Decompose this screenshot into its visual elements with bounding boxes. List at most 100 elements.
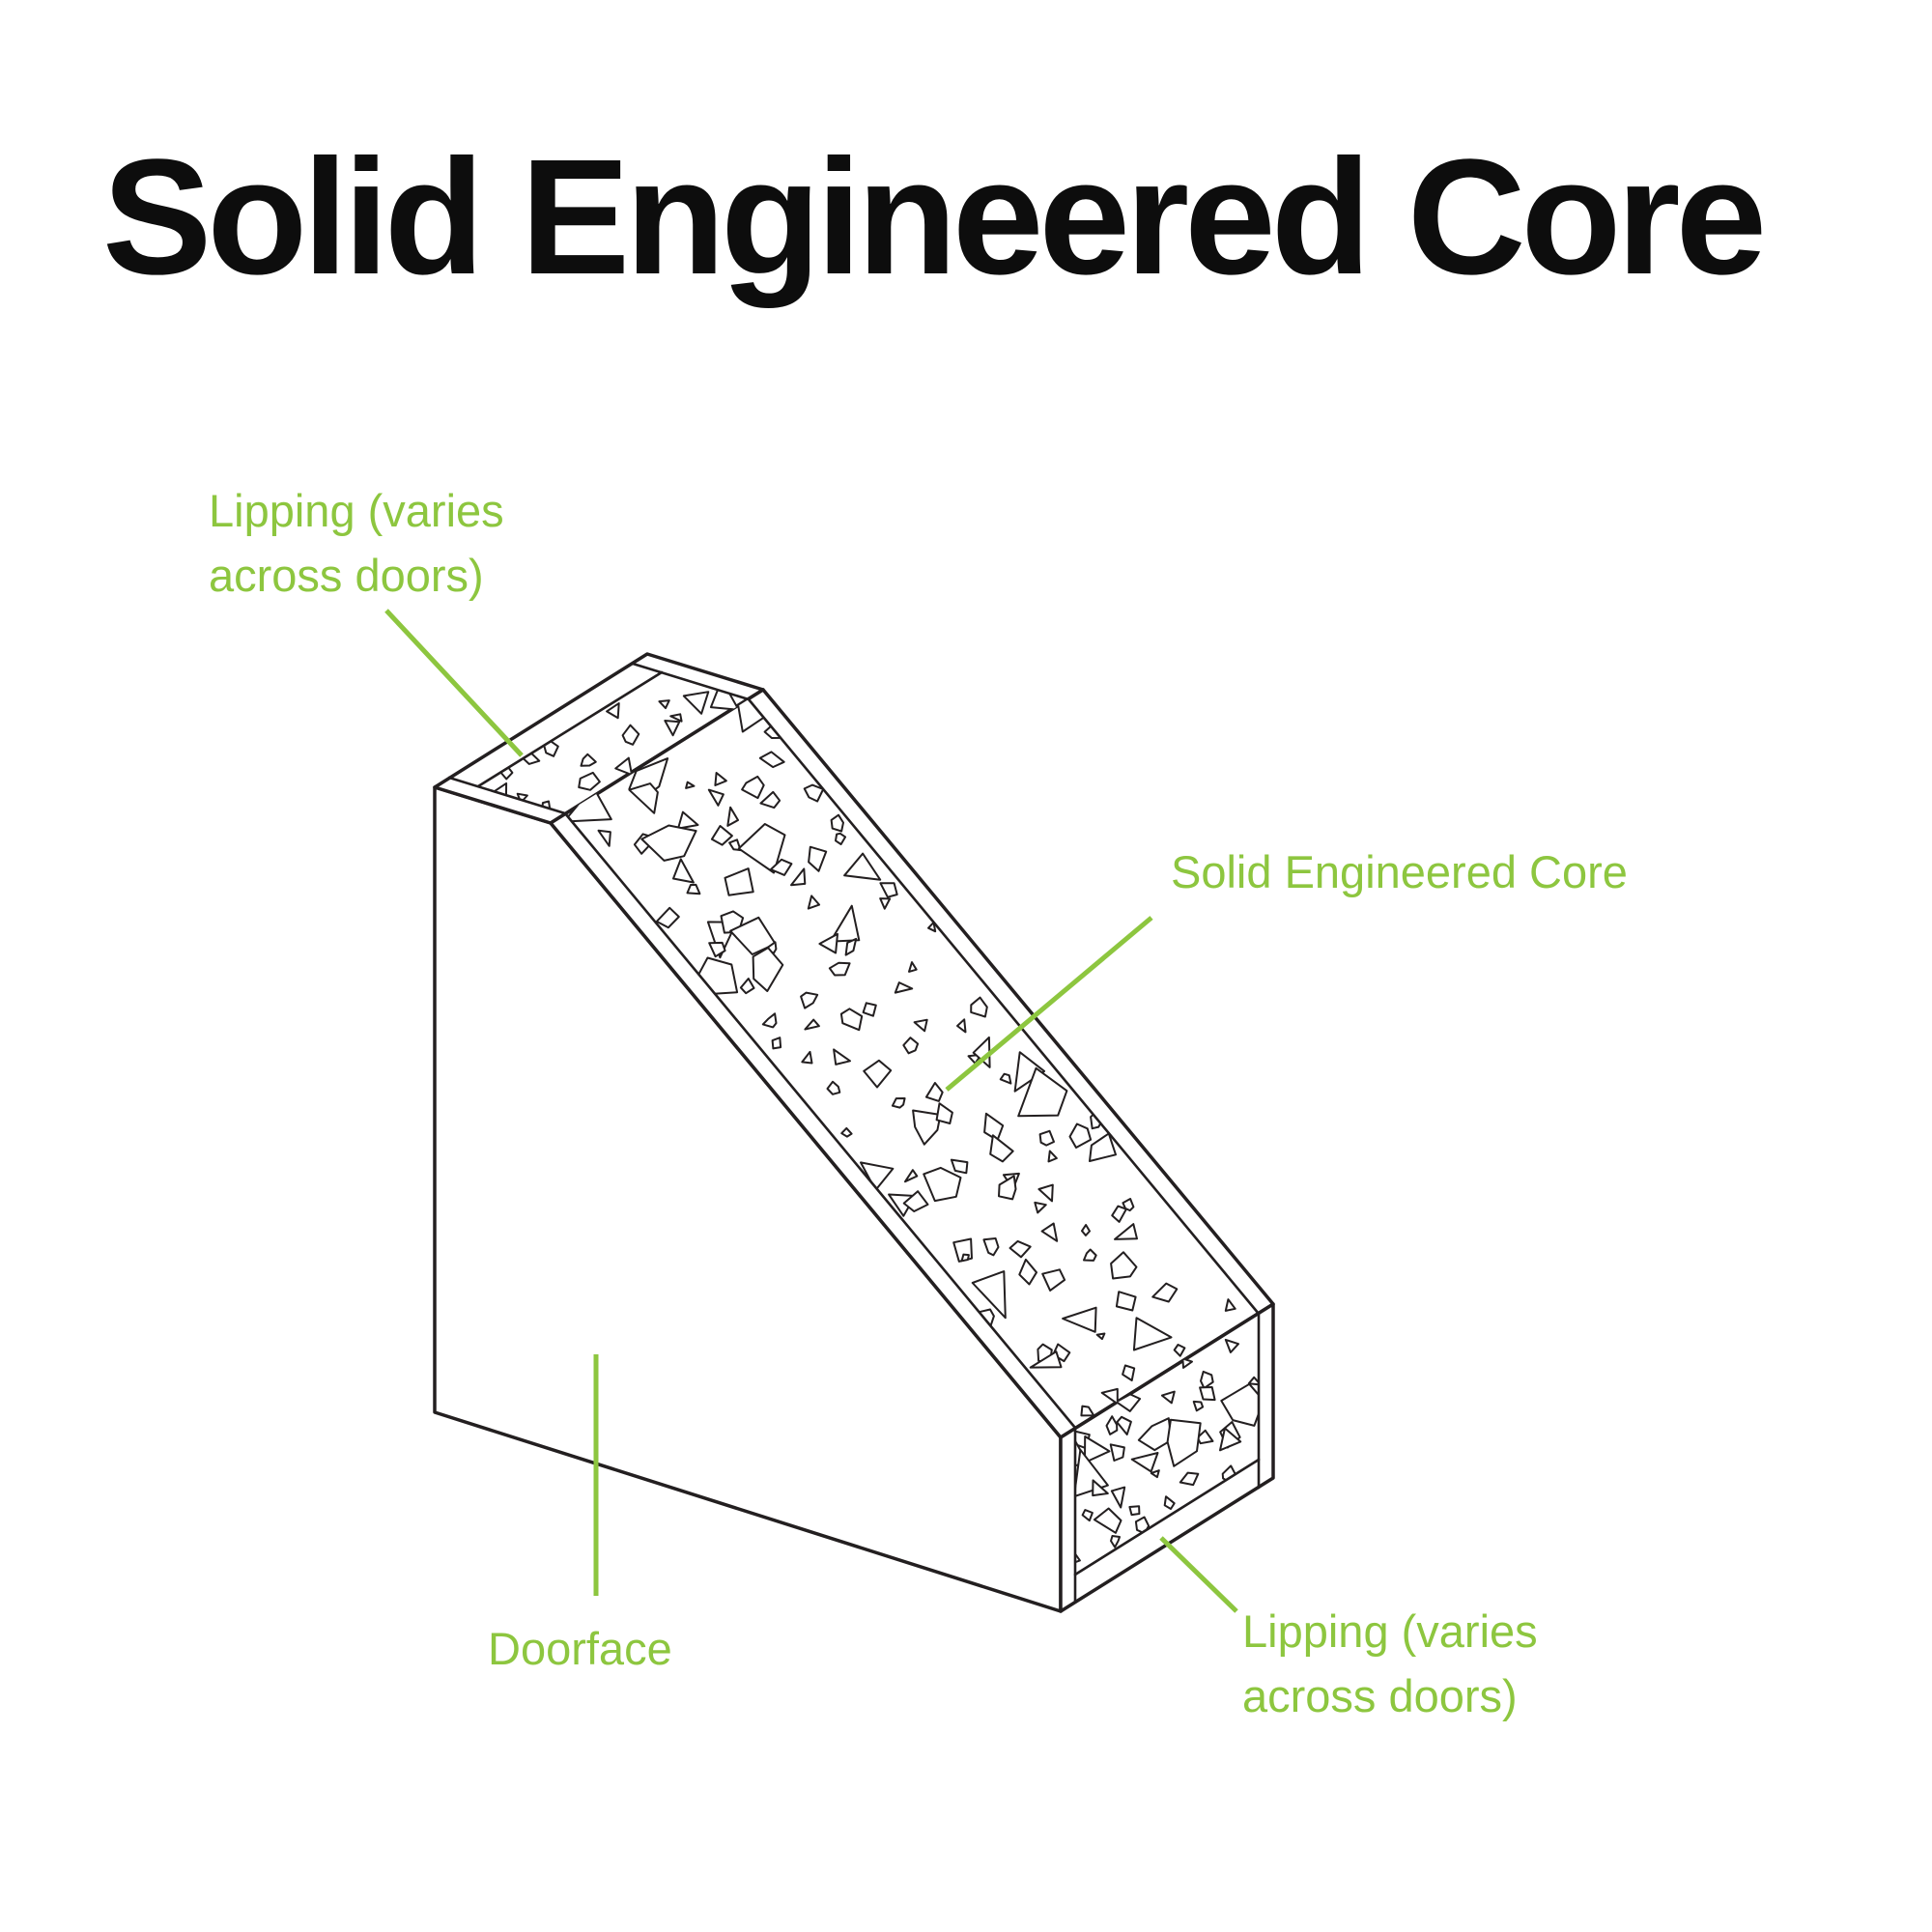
- core-chip: [1018, 1258, 1037, 1286]
- core-chip: [950, 1158, 969, 1175]
- core-chip: [879, 897, 892, 910]
- core-chip: [1128, 1505, 1141, 1517]
- core-chip: [1038, 1129, 1055, 1147]
- core-chip: [839, 1008, 864, 1032]
- core-chip: [1173, 1344, 1186, 1357]
- core-chip: [1109, 1443, 1125, 1462]
- core-chip: [863, 1059, 893, 1089]
- core-chip: [1105, 1415, 1119, 1435]
- core-chip: [728, 838, 742, 852]
- core-chip: [956, 1018, 967, 1034]
- core-chip: [606, 702, 620, 720]
- top-lipping-divider-line: [476, 670, 664, 788]
- core-chip: [1041, 1268, 1066, 1292]
- core-chip: [771, 1037, 782, 1050]
- core-chip: [1110, 1251, 1138, 1280]
- core-chip: [1160, 1390, 1176, 1405]
- core-chip: [1122, 1198, 1135, 1212]
- core-chip: [1122, 1364, 1136, 1381]
- core-chip: [982, 1237, 1000, 1257]
- core-chip: [843, 852, 882, 881]
- top-front-skin-line: [447, 776, 567, 815]
- core-chip: [1151, 1282, 1179, 1303]
- core-chip: [614, 756, 633, 777]
- core-chip: [580, 753, 597, 767]
- core-chip: [658, 699, 670, 710]
- core-chip: [707, 788, 724, 807]
- core-chip: [1192, 1400, 1205, 1412]
- core-chip: [808, 845, 828, 872]
- core-chip: [1219, 1427, 1242, 1452]
- core-chip: [655, 906, 680, 929]
- leader-line-core: [945, 916, 1153, 1092]
- core-chip: [800, 991, 819, 1009]
- leader-line-lipping-top: [384, 609, 524, 757]
- layer-divider-lines: [447, 662, 1261, 1604]
- core-chip: [1166, 1418, 1202, 1467]
- core-chip: [1084, 1435, 1111, 1463]
- core-chip: [677, 810, 699, 830]
- core-chip: [891, 1097, 906, 1109]
- core-chip: [1093, 1507, 1122, 1534]
- core-chip: [1095, 1332, 1106, 1341]
- core-chip: [923, 1166, 962, 1203]
- core-chip: [1115, 1291, 1137, 1312]
- core-chip: [1068, 1122, 1093, 1149]
- core-chip: [1199, 1386, 1216, 1402]
- core-chip: [830, 813, 844, 833]
- top-back-skin-line: [631, 662, 751, 701]
- core-chip: [840, 1126, 853, 1138]
- label-lipping-bottom: Lipping (varies across doors): [1242, 1605, 1538, 1721]
- core-chip: [828, 961, 851, 977]
- core-chip: [1179, 1471, 1200, 1487]
- core-chip: [628, 782, 659, 814]
- core-chip: [1110, 1486, 1126, 1509]
- core-chip: [1081, 1509, 1094, 1522]
- core-chip: [761, 1012, 778, 1029]
- core-chip: [1040, 1222, 1059, 1242]
- leader-line-lipping-bottom: [1159, 1536, 1238, 1613]
- right-cut-face: [1059, 1302, 1275, 1613]
- core-chip: [803, 783, 825, 803]
- core-chip: [1224, 1338, 1239, 1353]
- core-chip: [726, 806, 739, 827]
- core-chip: [807, 895, 821, 910]
- core-chip: [860, 1161, 895, 1191]
- core-chip: [1089, 1132, 1117, 1162]
- core-chip: [844, 937, 858, 956]
- label-doorface: Doorface: [488, 1623, 672, 1674]
- core-chip: [1083, 1248, 1097, 1262]
- core-chip: [770, 858, 793, 876]
- core-chip: [1200, 1370, 1214, 1390]
- core-chips-right: [1075, 1338, 1259, 1564]
- core-chip: [1062, 1306, 1097, 1333]
- core-chip: [913, 1018, 928, 1033]
- core-chip: [1080, 1405, 1095, 1417]
- core-chip: [1037, 1183, 1054, 1203]
- core-chip: [829, 904, 861, 943]
- core-chip: [739, 978, 755, 995]
- core-chip: [669, 713, 683, 723]
- core-chip: [1034, 1201, 1047, 1214]
- core-chip: [904, 1169, 919, 1183]
- core-chip: [935, 1102, 953, 1124]
- label-lipping-top: Lipping (varies across doors): [209, 485, 504, 601]
- core-chip: [724, 867, 754, 896]
- core-chip: [1009, 1239, 1032, 1259]
- core-chip: [737, 823, 786, 874]
- core-chip: [1181, 1357, 1193, 1369]
- core-chip: [682, 691, 710, 715]
- core-chip: [908, 961, 918, 973]
- core-chip: [1114, 1223, 1138, 1240]
- core-chip: [759, 790, 781, 810]
- core-chip: [621, 724, 640, 746]
- core-chip: [1013, 1051, 1046, 1093]
- core-chip: [1092, 1479, 1109, 1497]
- core-chip: [710, 825, 733, 846]
- core-chip: [672, 858, 695, 884]
- core-chip: [686, 883, 701, 895]
- core-chip: [818, 932, 838, 954]
- core-chip: [1220, 1382, 1259, 1427]
